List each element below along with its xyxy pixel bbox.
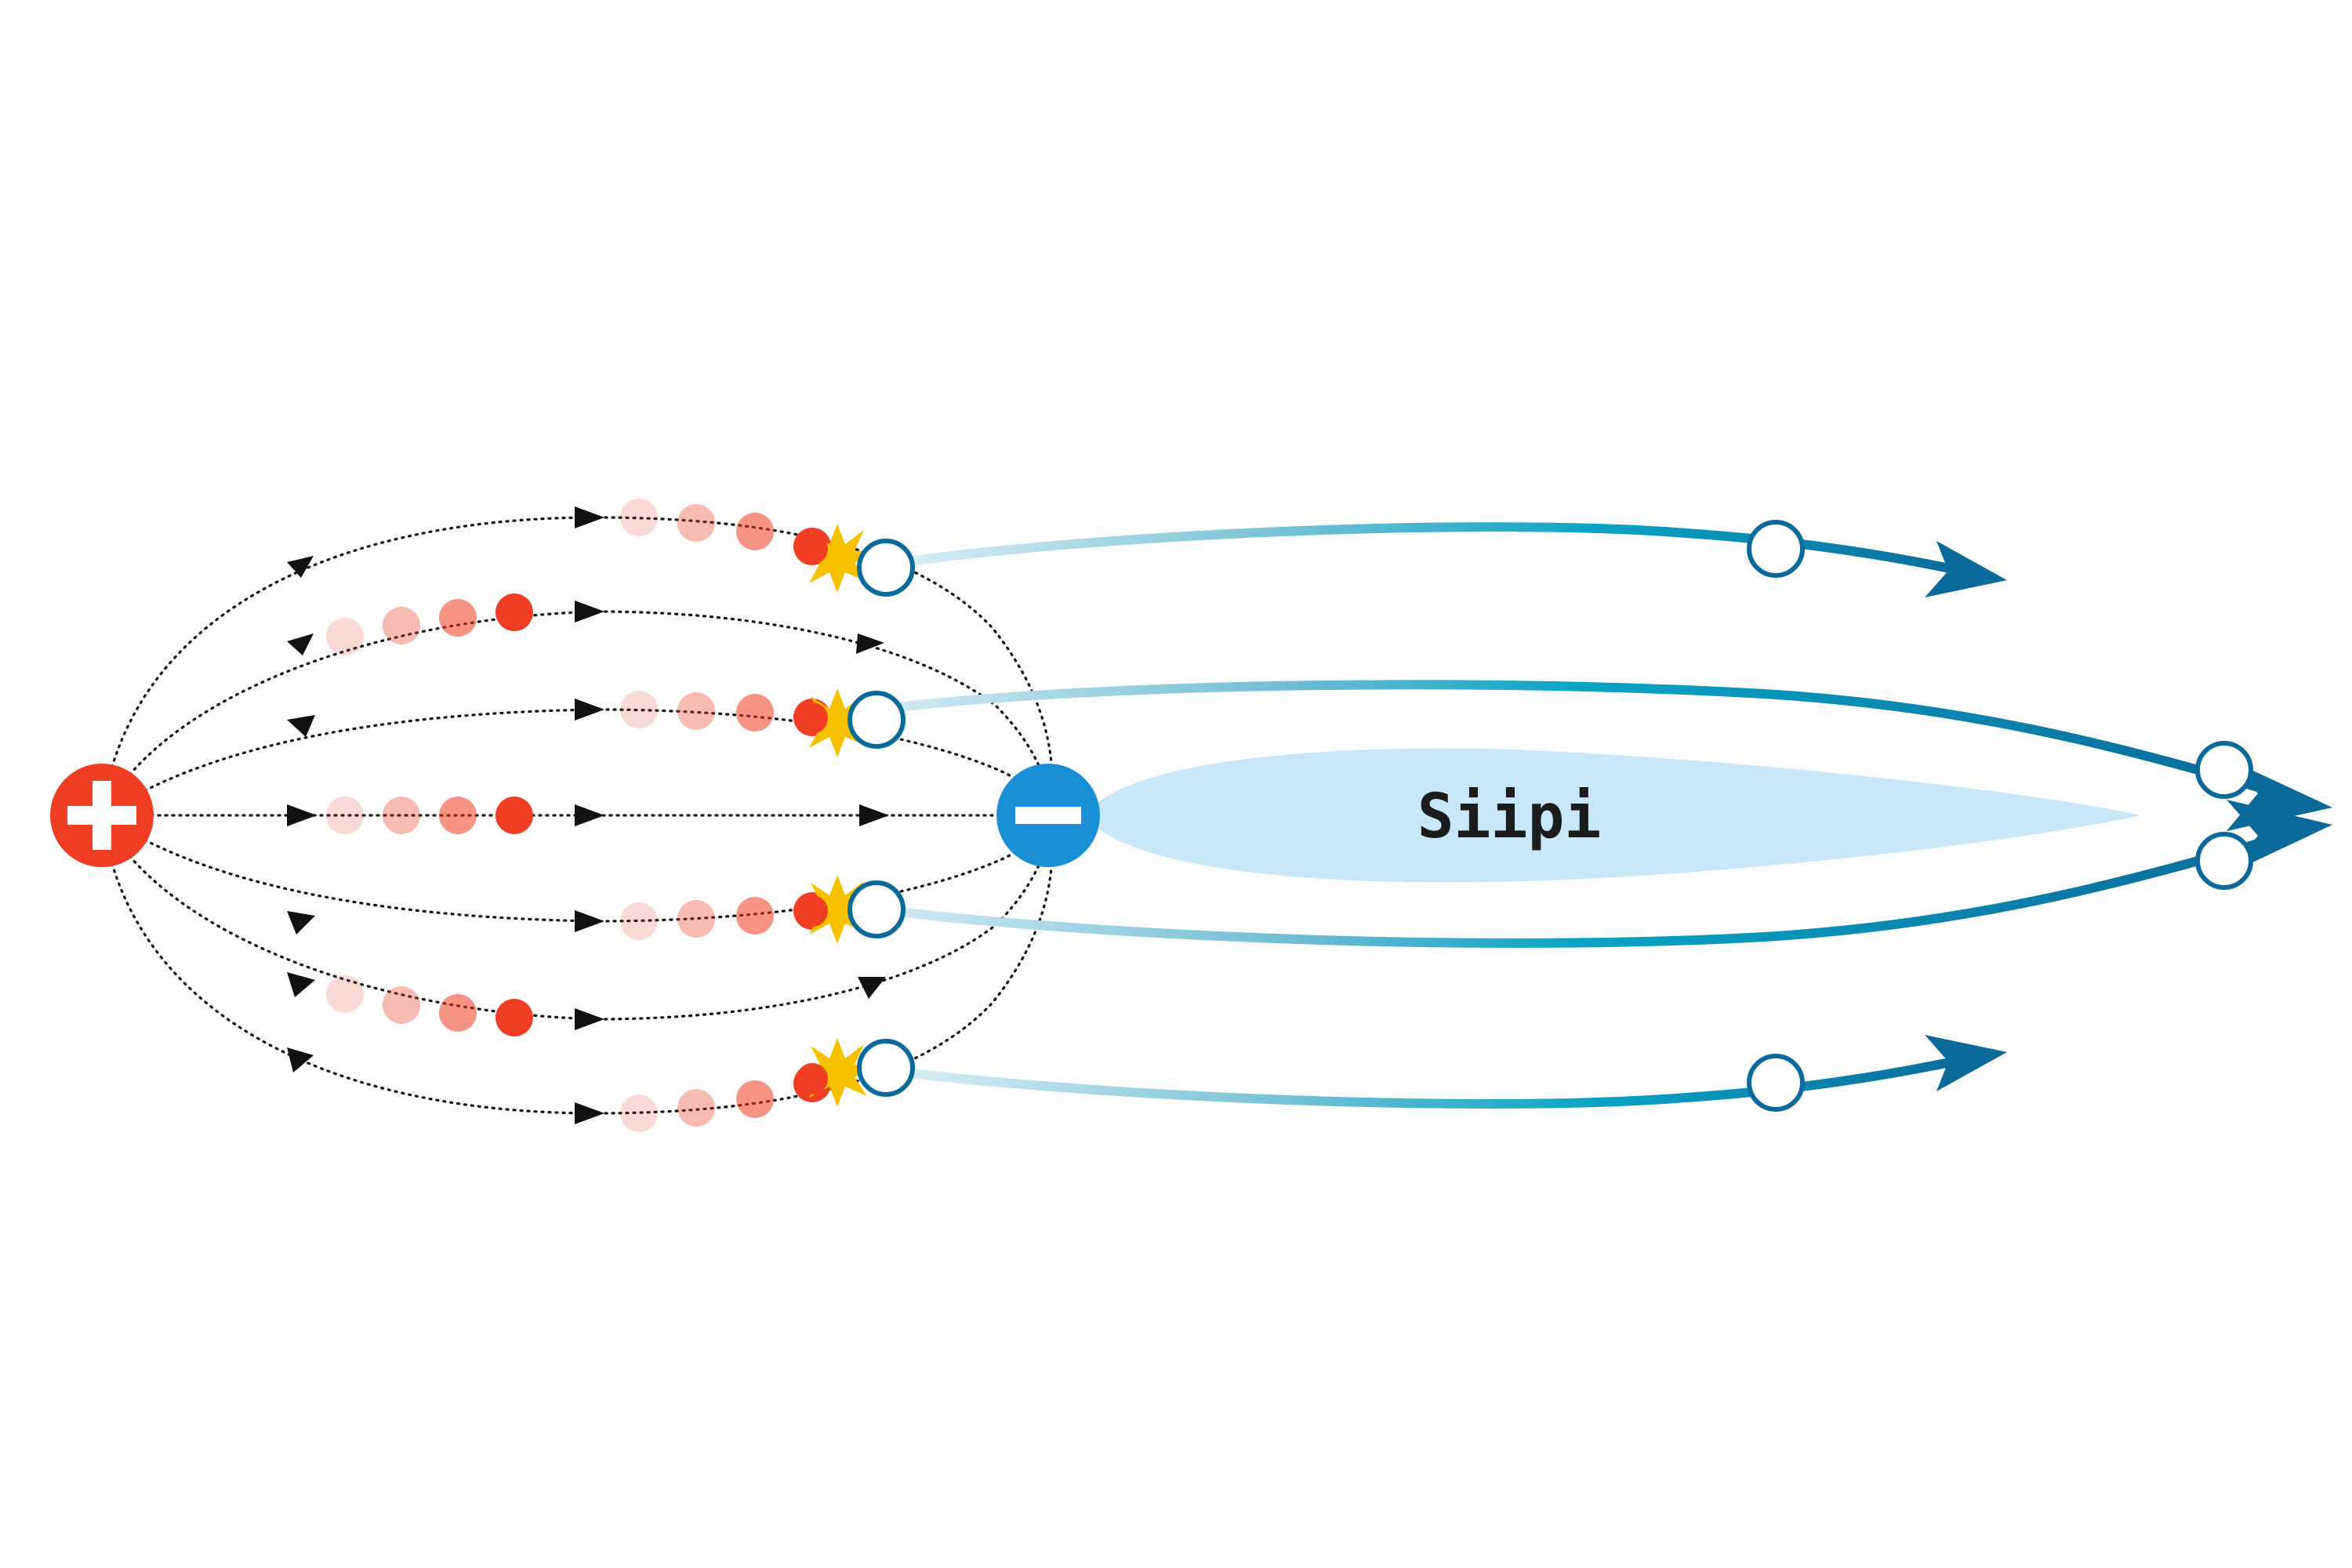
field-arrow [859, 804, 889, 826]
airflow-arrow [881, 1052, 1980, 1109]
field-line [100, 516, 1054, 817]
field-arrow [575, 804, 604, 826]
spark-icon [797, 1038, 875, 1107]
field-arrow [287, 633, 314, 655]
airflow-arrow [873, 834, 2278, 948]
field-arrow [287, 804, 317, 826]
field-arrow [287, 1047, 314, 1073]
air-molecule [1747, 520, 1805, 578]
wing-label: Siipi [1417, 782, 1602, 852]
ion-trail [326, 797, 533, 834]
negative-electrode [996, 764, 1100, 867]
field-line [100, 610, 1052, 817]
air-molecule [848, 880, 906, 938]
field-line [100, 814, 1052, 923]
field-arrow [575, 699, 604, 720]
ion-trail [326, 593, 533, 655]
field-line [100, 708, 1052, 817]
positive-electrode [50, 764, 154, 867]
field-arrow [858, 977, 886, 999]
air-molecule [848, 691, 906, 749]
field-arrow [575, 1102, 604, 1124]
air-molecule [1747, 1054, 1805, 1112]
plus-icon [67, 781, 136, 850]
air-molecules [848, 520, 2253, 1112]
field-arrow [287, 911, 315, 935]
field-arrow [575, 601, 604, 622]
field-arrow [287, 715, 315, 737]
field-arrow [287, 556, 314, 578]
field-arrowheads [287, 506, 889, 1124]
field-line [100, 814, 1052, 1021]
arrowhead [1925, 541, 2007, 597]
field-arrow [287, 972, 315, 997]
airflow-arrow [873, 680, 2278, 797]
airflow-arrow [881, 522, 1980, 579]
spark-icon [797, 524, 875, 593]
wing-shape [1086, 748, 2140, 883]
minus-icon [1015, 807, 1081, 824]
field-arrow [856, 633, 884, 654]
arrowhead [1925, 1035, 2007, 1091]
air-molecule [2195, 832, 2253, 890]
airflow-arrows [873, 522, 2278, 1109]
field-arrow [575, 910, 604, 932]
field-arrow [575, 506, 604, 528]
field-line [100, 814, 1054, 1115]
air-molecule [2195, 741, 2253, 799]
field-arrow [575, 1008, 604, 1030]
ion-trail [326, 975, 533, 1036]
air-molecule [857, 1039, 915, 1097]
air-molecule [857, 539, 915, 597]
